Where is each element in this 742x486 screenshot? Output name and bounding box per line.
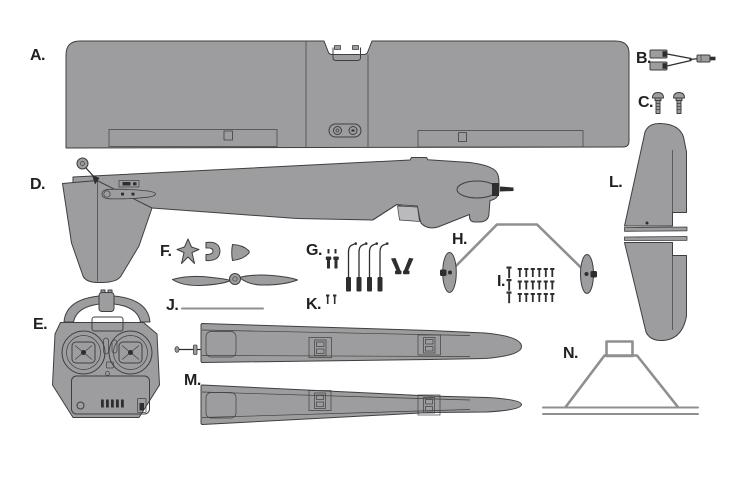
- clevis-icon: [333, 256, 339, 269]
- part-f-label: F.: [160, 243, 172, 260]
- servo-hatch-icon: [308, 390, 332, 411]
- screw-row: [506, 291, 555, 304]
- screw-icon: [652, 92, 664, 114]
- led-bars-icon: [101, 399, 124, 408]
- gimbal-stick-icon: [61, 330, 106, 375]
- part-b-label: B.: [636, 50, 651, 67]
- wing-bolt-icon: [174, 344, 201, 355]
- part-i-label: I.: [497, 273, 505, 290]
- servo-hatch-icon: [417, 334, 441, 356]
- servo-hatch-icon: [308, 337, 332, 358]
- screw-icon: [673, 92, 685, 114]
- servo-hatch-icon: [417, 394, 441, 416]
- part-c-screws-drawing: [652, 92, 685, 114]
- part-i-screw-set-drawing: [506, 266, 555, 304]
- part-f-propeller-drawing: [172, 238, 298, 287]
- screw-row: [506, 279, 555, 291]
- part-e-label: E.: [33, 316, 47, 333]
- part-h-landing-gear-drawing: [440, 223, 597, 294]
- pushrod-icon: [346, 242, 358, 292]
- gimbal-stick-icon: [108, 330, 153, 375]
- part-j-label: J.: [166, 297, 178, 314]
- part-k-pins-drawing: [326, 294, 337, 304]
- clevis-icon: [325, 256, 332, 269]
- wheel-icon: [580, 254, 597, 294]
- part-g-label: G.: [306, 242, 322, 259]
- part-g-pushrods-drawing: [325, 242, 414, 292]
- screw-row: [506, 266, 555, 279]
- part-a-main-wing-drawing: [65, 40, 630, 149]
- pushrod-icon: [356, 242, 368, 292]
- part-d-fuselage-drawing: [62, 157, 514, 284]
- part-b-cable-drawing: [649, 49, 716, 71]
- part-d-label: D.: [30, 176, 45, 193]
- part-e-transmitter-drawing: [52, 289, 160, 418]
- part-l-label: L.: [609, 174, 622, 191]
- pushrod-icon: [377, 242, 389, 292]
- part-c-label: C.: [638, 94, 653, 111]
- wheel-icon: [440, 252, 457, 293]
- part-n-label: N.: [563, 345, 578, 362]
- part-a-label: A.: [30, 47, 45, 64]
- pushrod-icon: [367, 242, 379, 292]
- part-m-label: M.: [184, 372, 201, 389]
- control-horn-icon: [391, 258, 402, 275]
- part-n-stand-drawing: [542, 340, 699, 415]
- part-l-tail-drawing: [624, 123, 688, 341]
- control-horn-icon: [403, 258, 414, 275]
- part-k-label: K.: [306, 296, 321, 313]
- part-h-label: H.: [452, 231, 467, 248]
- part-m-wing-panels-drawing: [174, 323, 522, 425]
